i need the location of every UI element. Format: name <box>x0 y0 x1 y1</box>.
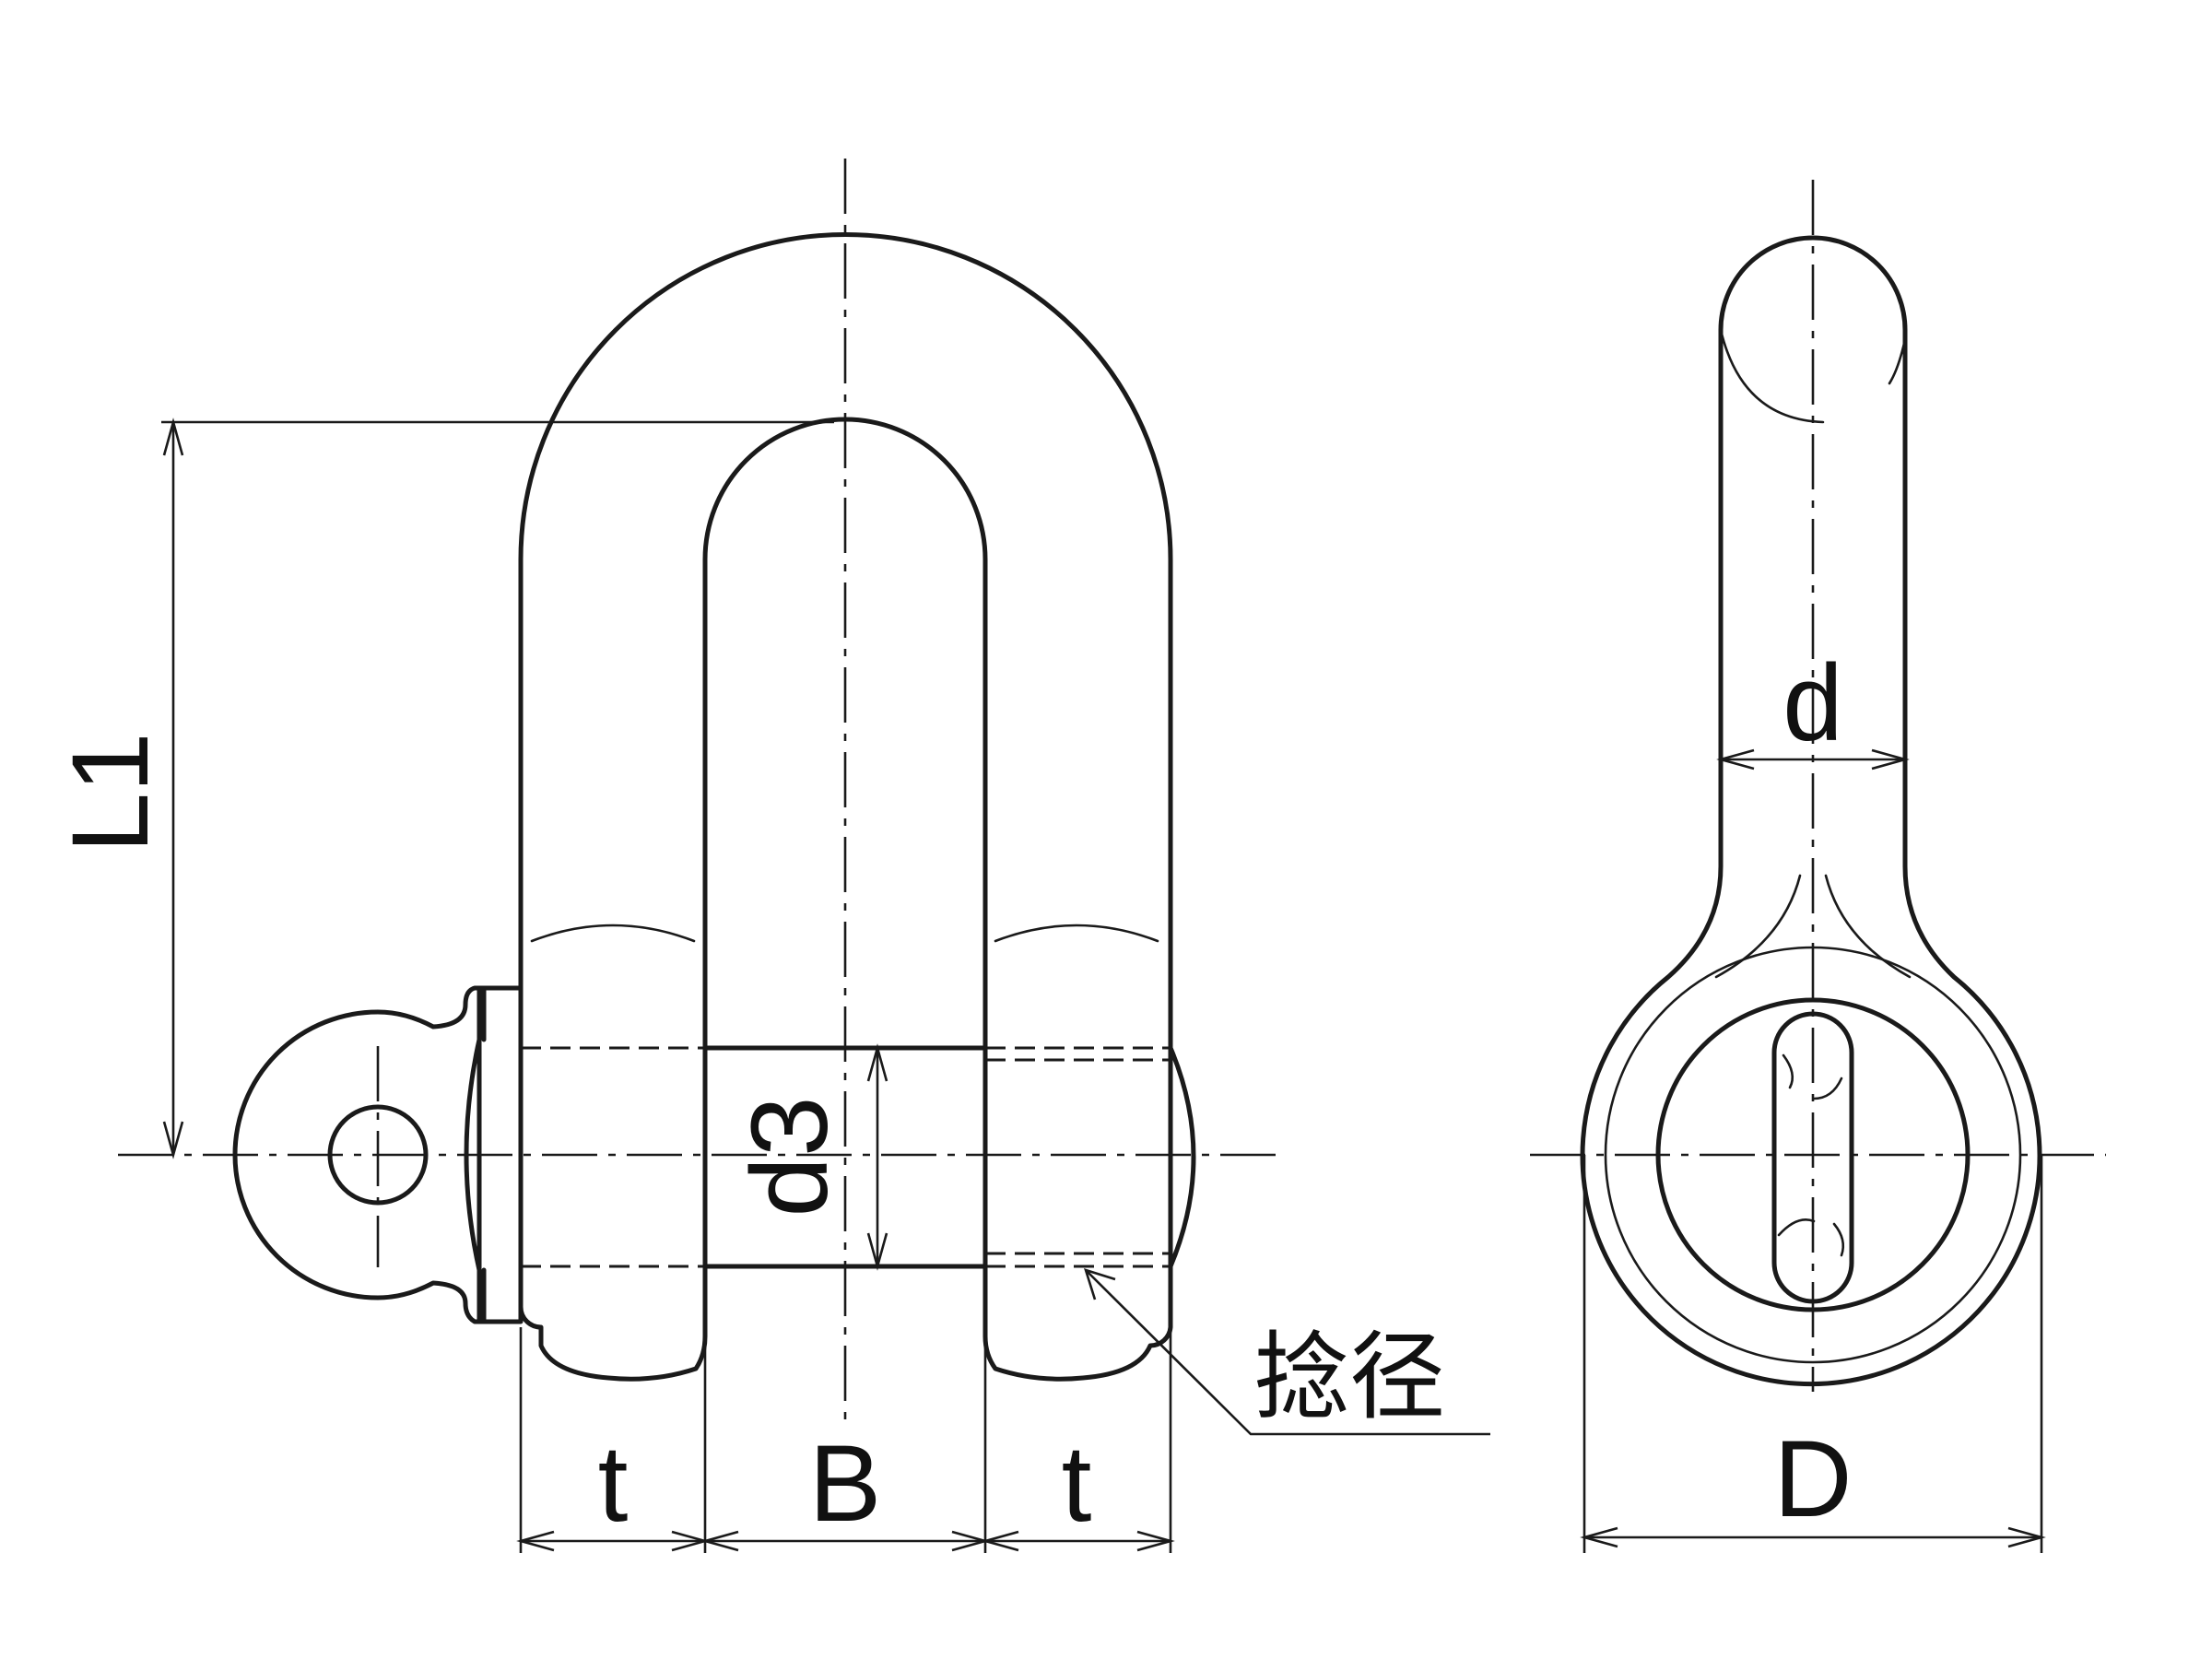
d3-arrow-bottom <box>866 1232 888 1271</box>
D-arrow-r <box>2007 1526 2046 1548</box>
t-right-arrow-l <box>981 1530 1019 1552</box>
D-arrow-l <box>1580 1526 1618 1548</box>
side-slot-mark-4 <box>1832 1222 1845 1257</box>
side-slot-mark-3 <box>1777 1218 1816 1237</box>
t-right-label: t <box>1062 1423 1092 1545</box>
side-view: d D <box>1530 180 2106 1553</box>
shackle-body-outline <box>518 232 1173 1382</box>
side-top-right-stub <box>1888 337 1907 385</box>
twist-diameter-label: 捻径 <box>1253 1321 1445 1433</box>
d3-arrow-top <box>866 1043 888 1082</box>
twist-leader-arrow <box>1084 1268 1116 1300</box>
t-left-label: t <box>598 1423 629 1545</box>
front-view: L1 d3 t B t 捻径 <box>50 159 1490 1553</box>
side-slot-mark-2 <box>1812 1077 1843 1100</box>
twist-leader-line <box>1085 1269 1490 1436</box>
side-slot-mark-1 <box>1782 1053 1794 1089</box>
D-label: D <box>1773 1418 1852 1540</box>
d-arrow-r <box>1871 748 1910 771</box>
side-top-inner-arc <box>1719 328 1825 424</box>
B-arrow-l <box>700 1530 739 1552</box>
t-right-arrow-r <box>1136 1530 1175 1552</box>
d-arrow-l <box>1716 748 1755 771</box>
d3-label: d3 <box>729 1096 851 1217</box>
d-label: d <box>1783 642 1843 764</box>
side-neck-curve-left <box>1714 874 1802 979</box>
L1-arrow-top <box>162 418 184 456</box>
boss-arc-left <box>530 924 696 943</box>
B-label: B <box>809 1423 882 1545</box>
side-body-outline <box>1580 235 2042 1387</box>
L1-label: L1 <box>50 732 171 853</box>
L1-arrow-bottom <box>162 1121 184 1159</box>
boss-arc-right <box>994 924 1159 943</box>
pin-tip <box>1168 1045 1196 1269</box>
side-neck-curve-right <box>1824 874 1912 979</box>
t-left-arrow-l <box>516 1530 555 1552</box>
